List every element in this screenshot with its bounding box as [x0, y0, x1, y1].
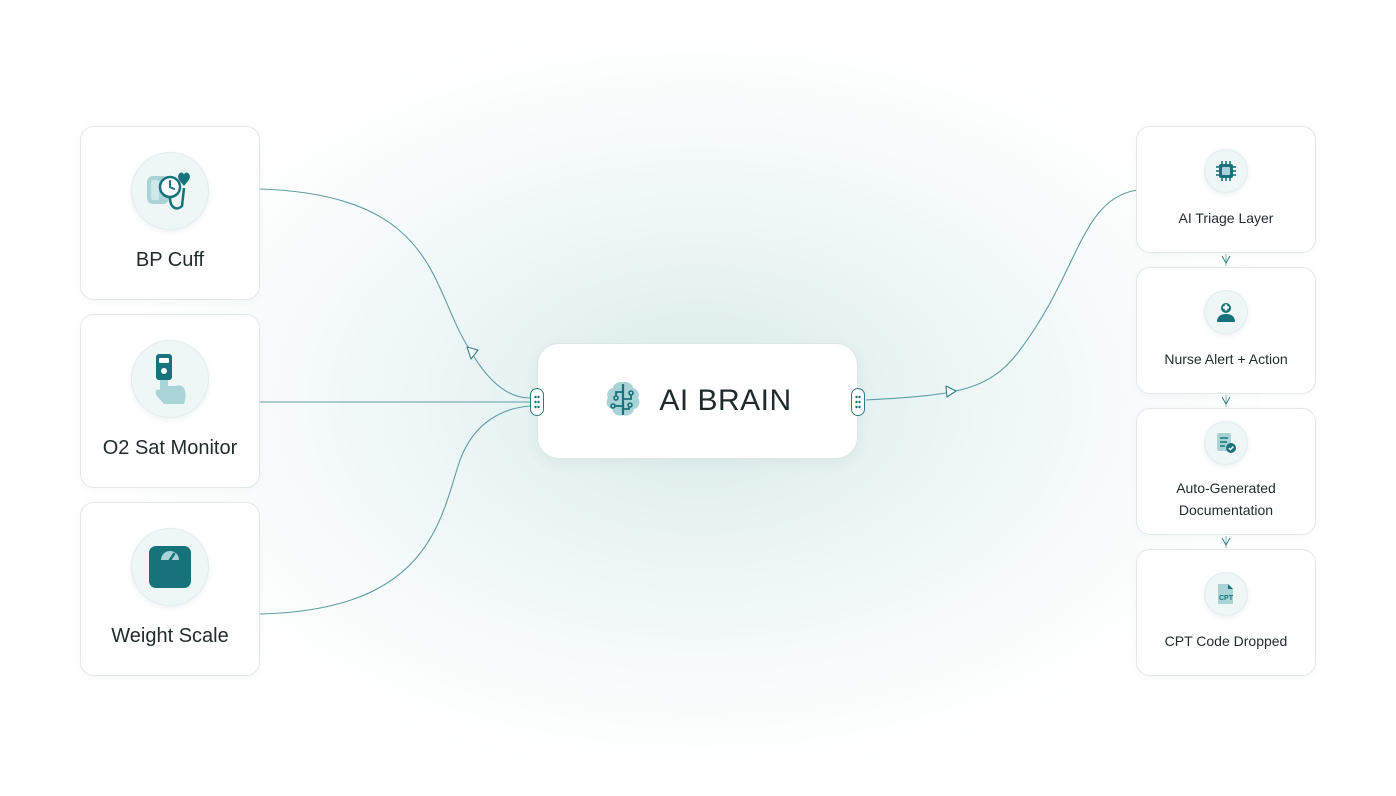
input-label: O2 Sat Monitor: [102, 437, 238, 459]
brain-input-handle[interactable]: [530, 388, 544, 416]
output-label: Nurse Alert + Action: [1164, 351, 1288, 367]
weight-scale-icon: [131, 528, 209, 606]
cpt-file-icon: CPT: [1204, 572, 1248, 616]
connector-weight-scale: [259, 405, 531, 615]
brain-title: AI BRAIN: [659, 384, 792, 417]
output-label: CPT Code Dropped: [1164, 633, 1288, 649]
connector-bp-cuff: [259, 188, 531, 399]
brain-icon: [603, 379, 643, 424]
output-card-cpt-code[interactable]: CPT CPT Code Dropped: [1136, 549, 1316, 676]
output-card-auto-documentation[interactable]: Auto-Generated Documentation: [1136, 408, 1316, 535]
pulse-oximeter-icon: [131, 340, 209, 418]
output-label: AI Triage Layer: [1178, 210, 1274, 226]
input-label: Weight Scale: [111, 625, 229, 647]
bp-cuff-icon: [131, 152, 209, 230]
input-card-o2-sat-monitor[interactable]: O2 Sat Monitor: [80, 314, 260, 488]
ai-brain-node[interactable]: AI BRAIN: [537, 343, 858, 459]
svg-text:CPT: CPT: [1219, 595, 1234, 602]
connector-brain-to-triage: [865, 189, 1138, 401]
nurse-icon: [1204, 290, 1248, 334]
input-label: BP Cuff: [135, 249, 205, 271]
drag-dots-icon: [534, 395, 540, 409]
drag-dots-icon: [855, 395, 861, 409]
input-card-bp-cuff[interactable]: BP Cuff: [80, 126, 260, 300]
output-card-nurse-alert[interactable]: Nurse Alert + Action: [1136, 267, 1316, 394]
output-card-ai-triage[interactable]: AI Triage Layer: [1136, 126, 1316, 253]
arrow-head-output: [945, 385, 957, 398]
input-card-weight-scale[interactable]: Weight Scale: [80, 502, 260, 676]
arrow-head-bp: [466, 346, 479, 360]
chip-icon: [1204, 149, 1248, 193]
brain-output-handle[interactable]: [851, 388, 865, 416]
output-label: Auto-Generated Documentation: [1176, 480, 1276, 518]
document-check-icon: [1204, 421, 1248, 465]
